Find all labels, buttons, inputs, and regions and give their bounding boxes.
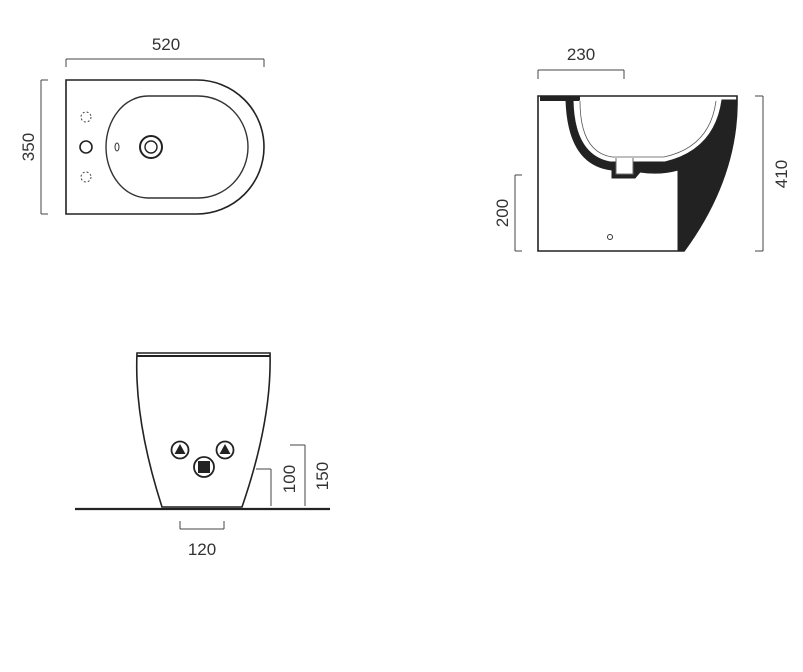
side-view-height-label: 410 — [772, 160, 791, 188]
side-view-inlet-height-dimension: 200 — [493, 174, 522, 252]
top-view-width-label: 520 — [152, 35, 180, 54]
top-view-depth-label: 350 — [19, 133, 38, 161]
rear-view-outlet-height-a-dimension: 100 — [256, 465, 299, 506]
side-view: 230 410 200 — [493, 45, 791, 252]
top-view-tap-hole — [79, 140, 93, 154]
side-view-bowl-wall — [565, 99, 738, 252]
top-view-optional-hole-top — [80, 111, 92, 123]
rear-view-base-width-label: 120 — [188, 540, 216, 559]
side-view-inlet-marker — [607, 234, 613, 240]
side-view-inlet-height-label: 200 — [493, 199, 512, 227]
side-view-depth-label: 230 — [567, 45, 595, 64]
side-view-waste-outlet-edge — [615, 158, 634, 175]
rear-view-inlet-right — [215, 440, 235, 460]
rear-view-inlet-left — [170, 440, 190, 460]
top-view-optional-hole-bottom — [80, 171, 92, 183]
rear-view: 100 150 120 — [75, 352, 332, 559]
top-view-depth-dimension: 350 — [19, 79, 48, 215]
side-view-rim — [540, 96, 580, 101]
rear-view-waste-outlet — [193, 456, 215, 478]
side-view-bowl-inner-edge — [579, 100, 717, 158]
rear-view-outlet-height-b-label: 150 — [313, 462, 332, 490]
top-view: 520 350 — [19, 35, 265, 215]
side-view-height-dimension: 410 — [755, 95, 791, 252]
side-view-waste-outlet — [615, 157, 634, 175]
rear-view-outlet-height-b-dimension: 150 — [290, 444, 332, 506]
top-view-width-dimension: 520 — [65, 35, 265, 67]
rear-view-base-width-dimension: 120 — [179, 521, 225, 559]
rear-view-body-outline — [135, 352, 271, 508]
side-view-depth-dimension: 230 — [537, 45, 625, 79]
rear-view-outlet-height-a-label: 100 — [280, 465, 299, 493]
top-view-bowl — [105, 95, 249, 199]
top-view-overflow — [114, 142, 120, 152]
top-view-drain-inner — [144, 140, 158, 154]
